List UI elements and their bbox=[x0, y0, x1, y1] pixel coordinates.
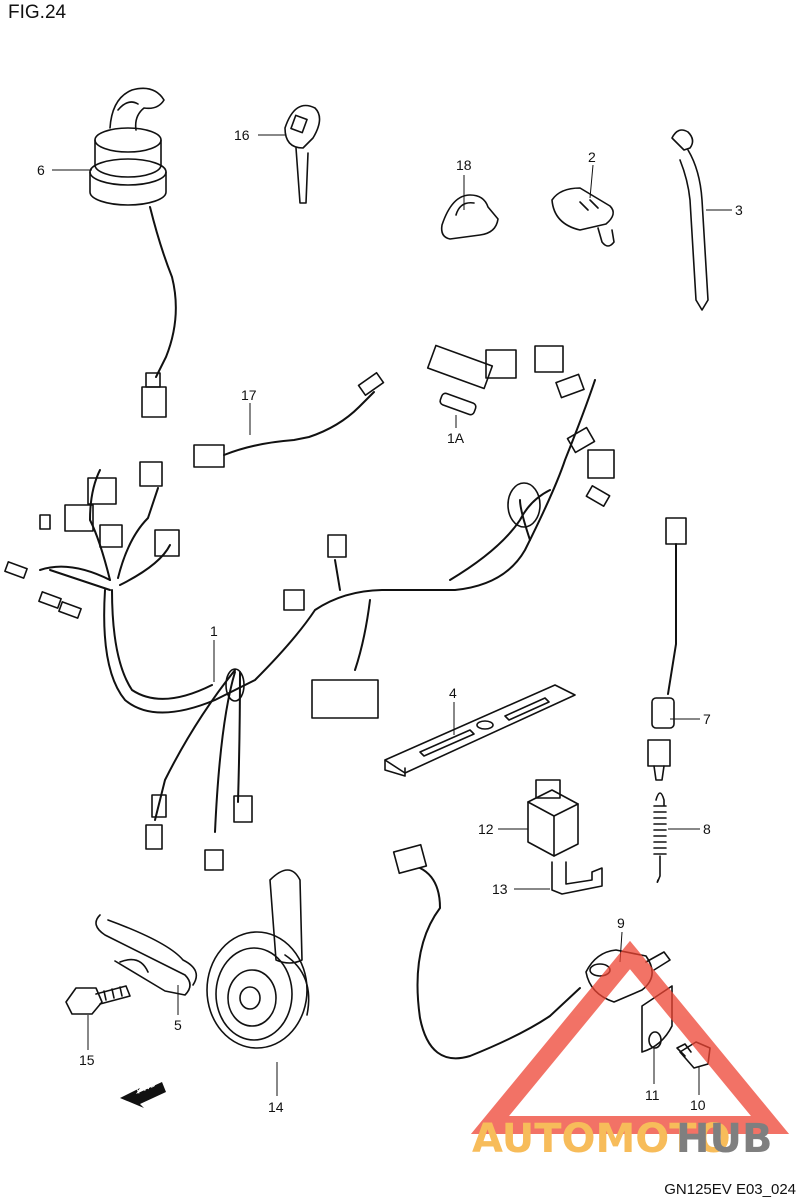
fuse bbox=[439, 392, 477, 416]
callout-18: 18 bbox=[456, 157, 472, 173]
spring bbox=[653, 792, 667, 884]
horn bbox=[206, 869, 310, 1049]
relay-bracket bbox=[551, 861, 603, 895]
cable-tie bbox=[671, 129, 709, 311]
watermark-part2: HUB bbox=[676, 1116, 772, 1162]
cable-clip bbox=[551, 187, 615, 247]
forward-arrow-icon: FWD bbox=[120, 1078, 166, 1108]
callout-1: 1 bbox=[210, 623, 218, 639]
callout-15: 15 bbox=[79, 1052, 95, 1068]
watermark-logo: AUTOMOTO HUB bbox=[470, 940, 790, 1162]
callout-7: 7 bbox=[703, 711, 711, 727]
callout-3: 3 bbox=[735, 202, 743, 218]
clamp bbox=[440, 194, 499, 240]
callout-5: 5 bbox=[174, 1017, 182, 1033]
callout-10: 10 bbox=[690, 1097, 706, 1113]
callout-8: 8 bbox=[703, 821, 711, 837]
wiring-harness bbox=[4, 344, 615, 871]
callout-16: 16 bbox=[234, 127, 250, 143]
callout-4: 4 bbox=[449, 685, 457, 701]
watermark-part1: AUTOMOTO bbox=[472, 1116, 731, 1162]
horn-bracket-clip bbox=[95, 914, 198, 996]
relay bbox=[527, 779, 579, 857]
callout-2: 2 bbox=[588, 149, 596, 165]
figure-code: GN125EV E03_024 bbox=[664, 1181, 796, 1198]
callout-11: 11 bbox=[645, 1087, 660, 1103]
callout-14: 14 bbox=[268, 1099, 284, 1115]
callout-6: 6 bbox=[37, 162, 45, 178]
switch-bracket bbox=[641, 985, 673, 1053]
bracket-plate bbox=[384, 684, 576, 777]
callout-1A: 1A bbox=[447, 430, 465, 446]
callout-12: 12 bbox=[478, 821, 494, 837]
ignition-switch bbox=[89, 87, 177, 418]
figure-title: FIG.24 bbox=[8, 2, 67, 23]
callout-9: 9 bbox=[617, 915, 625, 931]
bolt-15 bbox=[65, 985, 131, 1015]
callout-13: 13 bbox=[492, 881, 508, 897]
neutral-switch bbox=[647, 517, 687, 781]
lead-wire bbox=[193, 371, 385, 468]
callout-17: 17 bbox=[241, 387, 257, 403]
key bbox=[284, 104, 321, 204]
